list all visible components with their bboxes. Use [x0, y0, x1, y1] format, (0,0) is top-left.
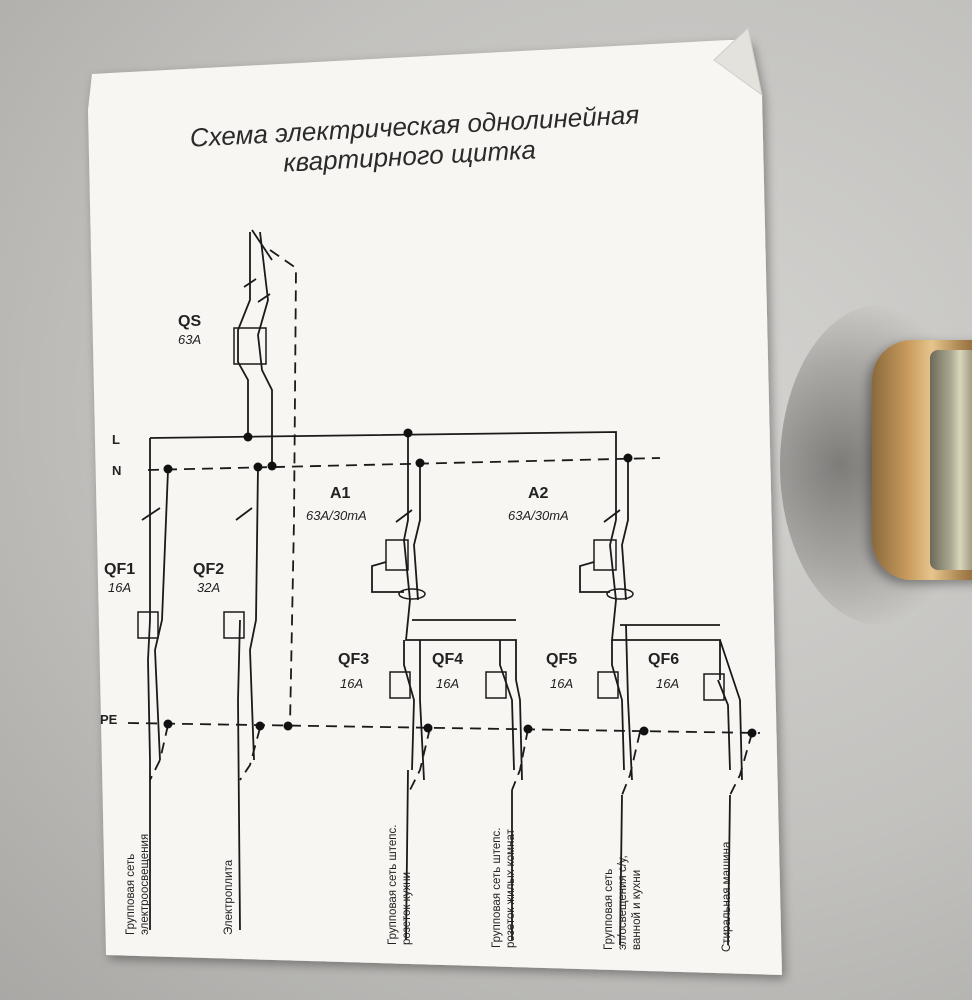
qf6-rating: 16A: [656, 676, 679, 691]
main-switch-qs: QS 63A: [178, 229, 297, 726]
qs-label: QS: [178, 313, 201, 330]
qf5-label: QF5: [546, 651, 577, 668]
circuit-5-line-1: Групповая сеть: [603, 869, 615, 950]
circuit-3-line-2: розеток кухни: [401, 872, 413, 945]
breaker-qf6: QF6 16A: [648, 639, 753, 946]
rcd-a2: A2 63A/30mA: [508, 458, 721, 680]
circuit-4-line-1: Групповая сеть штепс.: [491, 828, 503, 948]
breaker-qf3: QF3 16A: [338, 640, 431, 941]
bus-PE: PE: [100, 712, 761, 734]
circuit-2-line-1: Электроплита: [223, 859, 235, 935]
bus-label-PE: PE: [100, 712, 118, 727]
circuit-3-line-1: Групповая сеть штепс.: [387, 825, 399, 945]
qf6-label: QF6: [648, 651, 679, 668]
qf3-label: QF3: [338, 651, 369, 668]
breaker-qf4: QF4 16A: [432, 640, 529, 940]
qf1-rating: 16A: [108, 580, 131, 595]
rcd-a1: A1 63A/30mA: [306, 432, 517, 680]
qs-rating: 63A: [178, 332, 201, 347]
a2-rating: 63A/30mA: [508, 508, 569, 523]
breaker-qf2: QF2 32A: [193, 465, 261, 931]
circuit-caption-5: Групповая сеть эл/освещения с/у, ванной …: [603, 855, 643, 950]
circuit-caption-4: Групповая сеть штепс. розеток жилых комн…: [491, 828, 517, 948]
qf1-label: QF1: [104, 561, 135, 578]
circuit-5-line-2: эл/освещения с/у,: [617, 855, 629, 950]
qf3-rating: 16A: [340, 676, 363, 691]
qf4-label: QF4: [432, 651, 463, 668]
circuit-4-line-2: розеток жилых комнат: [505, 828, 517, 948]
circuit-caption-3: Групповая сеть штепс. розеток кухни: [387, 825, 413, 945]
pipe-fitting: [930, 350, 972, 570]
breaker-qf5: QF5 16A: [546, 624, 641, 946]
qf2-rating: 32A: [197, 580, 220, 595]
a1-rating: 63A/30mA: [306, 508, 367, 523]
circuit-6-line-1: Стиральная машина: [721, 841, 733, 952]
circuit-caption-6: Стиральная машина: [721, 841, 733, 952]
breaker-qf1: QF1 16A: [104, 469, 169, 930]
a2-label: A2: [528, 485, 549, 502]
circuit-caption-1: Групповая сеть электроосвещения: [125, 834, 151, 935]
a1-label: A1: [330, 485, 351, 502]
circuit-1-line-1: Групповая сеть: [125, 854, 137, 935]
qf2-label: QF2: [193, 561, 224, 578]
circuit-caption-2: Электроплита: [223, 859, 235, 935]
qf4-rating: 16A: [436, 676, 459, 691]
bus-label-L: L: [112, 432, 120, 447]
circuit-5-line-3: ванной и кухни: [631, 870, 643, 950]
bus-label-N: N: [112, 463, 121, 478]
qf5-rating: 16A: [550, 676, 573, 691]
bus-L: L: [112, 431, 617, 620]
paper: [88, 40, 782, 975]
junction-dots: [163, 428, 757, 738]
paper-curl: [713, 27, 763, 97]
bus-N: N: [112, 457, 661, 478]
circuit-1-line-2: электроосвещения: [139, 834, 151, 935]
